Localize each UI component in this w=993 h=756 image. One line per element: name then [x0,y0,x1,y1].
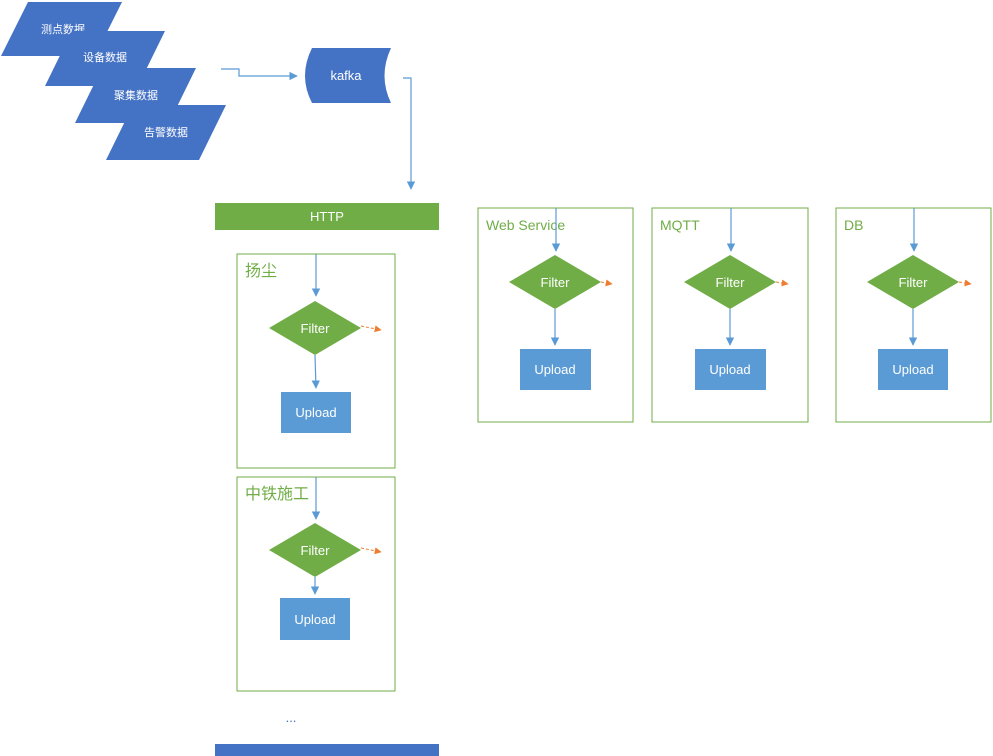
filter-label: Filter [301,543,331,558]
upload-label: Upload [709,362,750,377]
service-title: MQTT [660,217,700,233]
upload-box: Upload [695,349,766,390]
upload-box: Upload [520,349,591,390]
service-mqtt: MQTT Filter Upload [651,207,809,423]
filter-label: Filter [541,275,571,290]
upload-label: Upload [892,362,933,377]
kafka-to-http-arrow [403,77,416,190]
http-bar: HTTP [215,203,439,230]
upload-box: Upload [281,392,351,433]
source-label: 告警数据 [144,125,188,139]
filter-label: Filter [301,321,331,336]
http-label: HTTP [310,209,344,224]
http-group-dust: 扬尘 Filter Upload [236,253,396,469]
source-label: 聚集数据 [114,88,158,102]
group-title: 扬尘 [245,261,277,280]
upload-label: Upload [294,612,335,627]
kafka-queue: kafka [305,48,391,103]
group-title: 中铁施工 [245,484,309,503]
data-sources: 测点数据 设备数据 聚集数据 告警数据 [1,2,226,160]
kafka-label: kafka [330,68,362,83]
filter-diamond: Filter [684,255,776,309]
sources-to-kafka-arrow [221,68,298,81]
service-title: DB [844,217,863,233]
reject-arrow [600,279,613,287]
filter-diamond: Filter [269,523,361,577]
filter-diamond: Filter [867,255,959,309]
filter-label: Filter [899,275,929,290]
service-web-service: Web Service Filter Upload [477,207,634,423]
more-groups-ellipsis: ... [286,710,297,725]
upload-box: Upload [878,349,948,390]
http-bottom-bar [215,744,439,756]
source-label: 设备数据 [83,50,127,64]
upload-label: Upload [534,362,575,377]
service-db: DB Filter Upload [835,207,992,423]
filter-diamond: Filter [269,301,361,355]
reject-arrow [360,325,382,333]
http-group-crec: 中铁施工 Filter Upload [236,476,396,692]
reject-arrow [360,547,382,555]
reject-arrow [958,279,972,287]
filter-label: Filter [716,275,746,290]
filter-diamond: Filter [509,255,601,309]
service-title: Web Service [486,217,565,233]
upload-box: Upload [280,598,350,640]
source-alarm-data: 告警数据 [106,105,226,160]
flow-arrow [311,354,320,389]
upload-label: Upload [295,405,336,420]
reject-arrow [775,279,789,287]
